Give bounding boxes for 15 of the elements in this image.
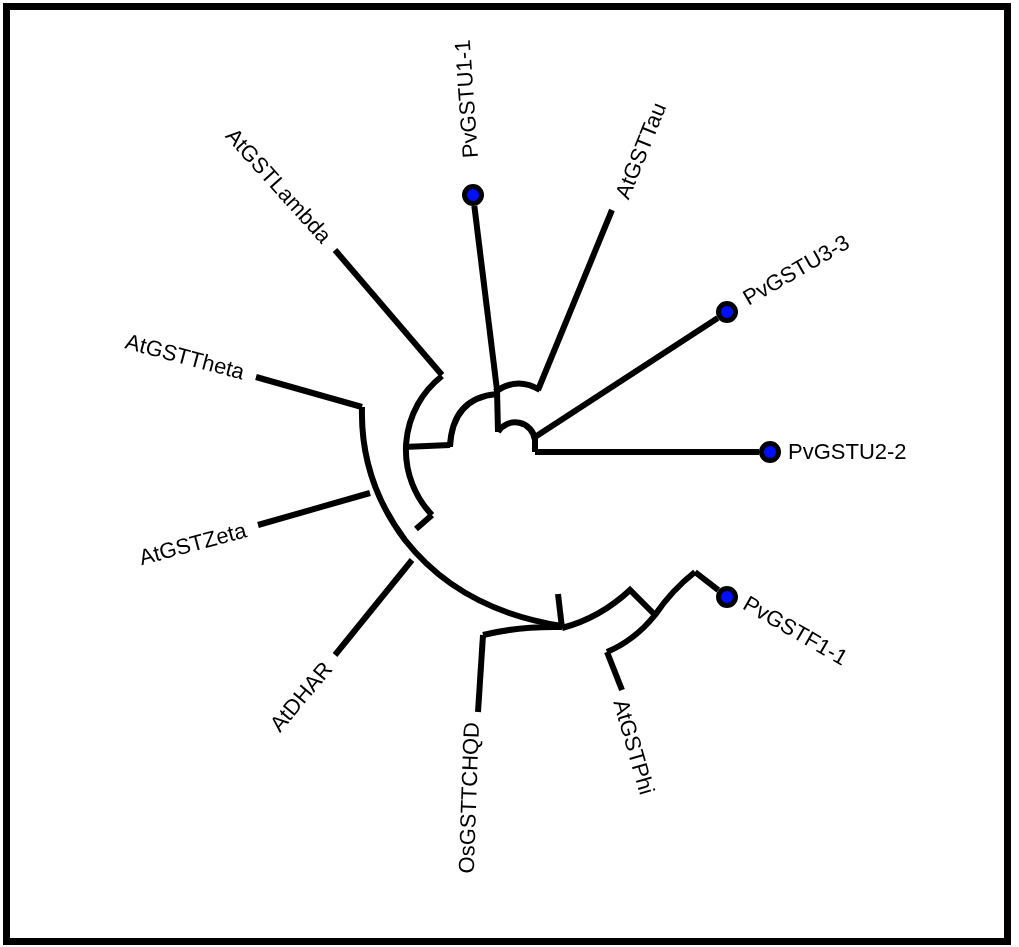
tree-branch xyxy=(533,315,720,440)
tree-branch xyxy=(471,205,500,391)
tree-branch xyxy=(604,650,625,692)
tree-branch xyxy=(693,569,721,593)
tree-branch xyxy=(535,208,615,392)
tree-branch xyxy=(475,634,486,713)
leaf-label: PvGSTU2-2 xyxy=(788,439,907,465)
tree-branch xyxy=(332,558,415,657)
tree-branch xyxy=(535,449,759,455)
leaf-label: OsGSTTCHQD xyxy=(453,721,485,874)
tree-branch xyxy=(332,248,445,377)
tree-branch xyxy=(257,490,371,528)
leaf-label: PvGSTU1-1 xyxy=(449,38,484,159)
tree-branch xyxy=(255,374,363,410)
tree-drawing xyxy=(359,373,697,655)
